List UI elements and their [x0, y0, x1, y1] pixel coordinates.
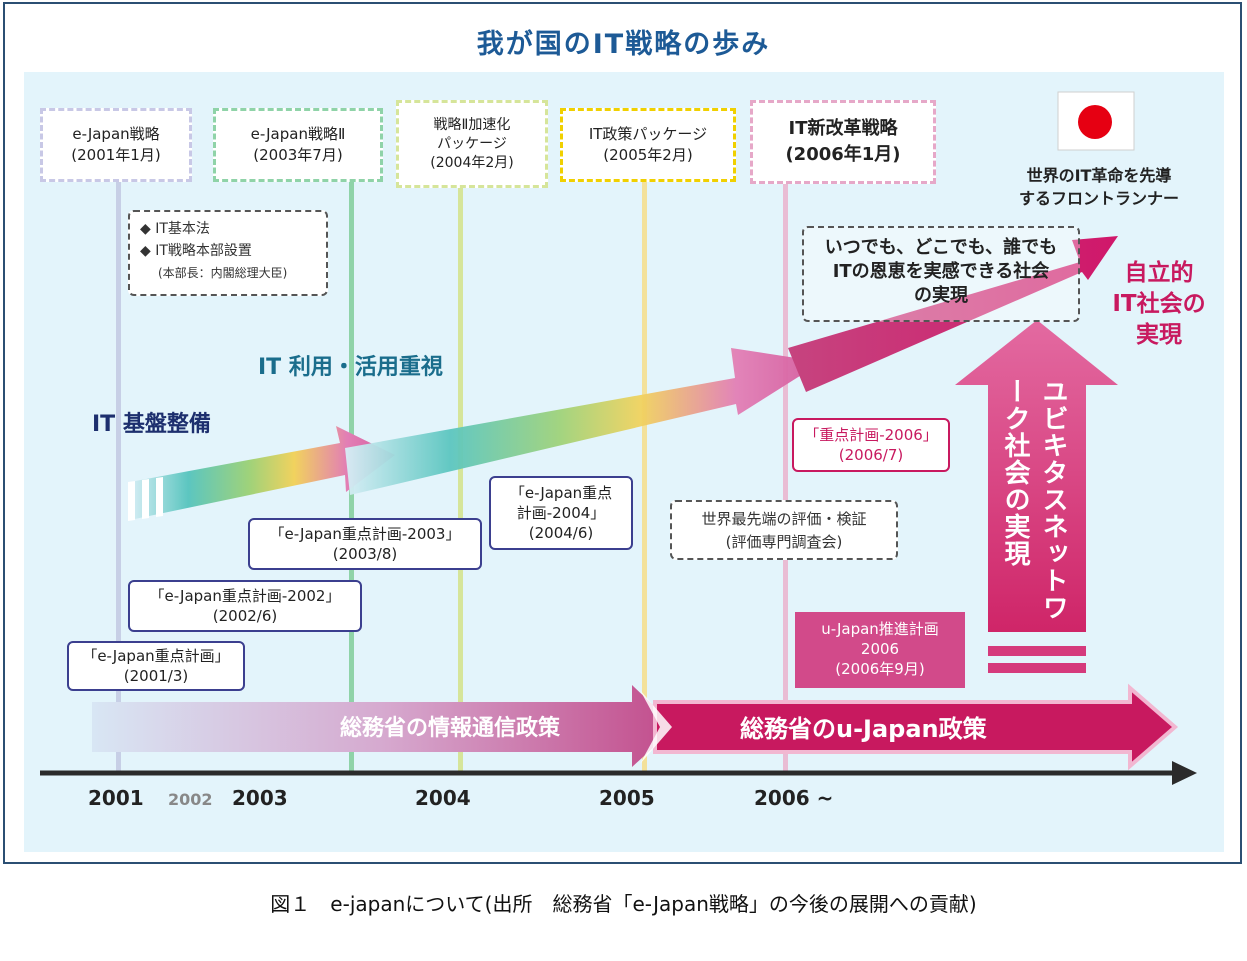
figure-caption: 図１ e-japanについて(出所 総務省「e-Japan戦略」の今後の展開への… [270, 892, 977, 916]
plan-name-line2: 計画-2004」 [516, 504, 606, 522]
diagram-title: 我が国のIT戦略の歩み [476, 29, 771, 60]
strategy-date: (2001年1月) [71, 146, 161, 164]
year-2002: 2002 [168, 790, 213, 809]
strategy-date: (2006年1月) [785, 144, 901, 165]
plan-date: (2002/6) [212, 607, 278, 625]
it-law-box: ◆ IT基本法 ◆ IT戦略本部設置 (本部長：内閣総理大臣) [128, 210, 328, 296]
year-2001: 2001 [88, 786, 144, 810]
arrow-segment-1 [130, 426, 395, 520]
ujapan-plan-line-2: 2006 [860, 640, 900, 658]
timeline-line-2005 [642, 180, 647, 775]
year-2003: 2003 [232, 786, 288, 810]
strategy-name: e-Japan戦略 [72, 125, 160, 143]
policy-label-right: 総務省のu-Japan政策 [740, 715, 987, 743]
goal-box: いつでも、どこでも、誰でも ITの恩恵を実感できる社会 の実現 [802, 226, 1080, 322]
year-2004: 2004 [415, 786, 471, 810]
strategy-name-line2: パッケージ [437, 135, 507, 152]
strategy-name: IT新改革戦略 [788, 118, 898, 139]
strategy-date: (2004年2月) [430, 154, 514, 171]
plan-box-2001: 「e-Japan重点計画」 (2001/3) [67, 641, 245, 691]
arrow-segment-3 [788, 236, 1118, 392]
ubiquitous-society-label: ユビキタスネットワーク社会の実現 [1000, 378, 1068, 621]
year-2005: 2005 [599, 786, 655, 810]
phase-infrastructure: IT 基盤整備 [92, 412, 211, 437]
strategy-date: (2003年7月) [253, 146, 343, 164]
policy-arrow-junction [640, 690, 672, 764]
japan-flag-disc [1078, 105, 1112, 139]
ujapan-plan-box: u-Japan推進計画 2006 (2006年9月) [795, 612, 965, 688]
strategy-box-2005: IT政策パッケージ (2005年2月) [560, 108, 736, 182]
it-hq-note: (本部長：内閣総理大臣) [158, 266, 288, 280]
autonomous-line-3: 実現 [1136, 322, 1182, 348]
plan-box-2003: 「e-Japan重点計画-2003」 (2003/8) [248, 518, 482, 570]
evaluation-line-2: (評価専門調査会) [725, 533, 843, 551]
evaluation-box: 世界最先端の評価・検証 (評価専門調査会) [670, 500, 898, 560]
plan-date: (2006/7) [838, 446, 904, 464]
policy-arrow-right [653, 683, 1179, 771]
strategy-box-2003: e-Japan戦略Ⅱ (2003年7月) [213, 108, 383, 182]
plan-name: 「e-Japan重点 [509, 484, 613, 502]
phase-utilization: IT 利用・活用重視 [258, 355, 443, 380]
plan-name: 「重点計画-2006」 [804, 426, 938, 444]
timeline-line-2001 [116, 180, 121, 775]
year-2006: 2006 ~ [754, 786, 834, 810]
strategy-name: 戦略Ⅱ加速化 [433, 116, 511, 133]
strategy-box-2004: 戦略Ⅱ加速化 パッケージ (2004年2月) [396, 100, 548, 188]
it-hq-item: ◆ IT戦略本部設置 [140, 243, 252, 259]
frontrunner-line-1: 世界のIT革命を先導 [1026, 166, 1172, 185]
ubiquitous-up-arrow [955, 320, 1118, 632]
evaluation-line-1: 世界最先端の評価・検証 [701, 510, 867, 528]
arrow-segment-2 [345, 348, 822, 495]
timeline-line-2006 [783, 180, 788, 775]
plan-name: 「e-Japan重点計画-2002」 [149, 587, 341, 605]
plan-date: (2004/6) [528, 524, 594, 542]
strategy-date: (2005年2月) [603, 146, 693, 164]
up-arrow-stripe-2 [988, 663, 1086, 673]
plan-box-2004: 「e-Japan重点 計画-2004」 (2004/6) [489, 476, 633, 550]
plan-date: (2001/3) [123, 667, 189, 685]
policy-label-left: 総務省の情報通信政策 [340, 716, 561, 741]
plan-box-2002: 「e-Japan重点計画-2002」 (2002/6) [128, 580, 362, 632]
frontrunner-text: 世界のIT革命を先導 するフロントランナー [994, 164, 1204, 210]
strategy-box-2006: IT新改革戦略 (2006年1月) [750, 100, 936, 184]
autonomous-line-1: 自立的 [1124, 260, 1194, 286]
strategy-name: IT政策パッケージ [588, 125, 708, 143]
autonomous-it-society: 自立的 IT社会の 実現 [1094, 258, 1224, 351]
strategy-box-2001: e-Japan戦略 (2001年1月) [40, 108, 192, 182]
up-arrow-stripe-1 [988, 646, 1086, 656]
plan-name: 「e-Japan重点計画-2003」 [269, 525, 461, 543]
autonomous-line-2: IT社会の [1112, 291, 1206, 317]
goal-line-3: の実現 [914, 285, 968, 306]
ujapan-plan-line-3: (2006年9月) [835, 660, 925, 678]
strategy-name: e-Japan戦略Ⅱ [250, 125, 346, 143]
plan-date: (2003/8) [332, 545, 398, 563]
frontrunner-line-2: するフロントランナー [1018, 189, 1179, 208]
timeline-line-2004 [458, 180, 463, 775]
time-axis-arrowhead [1172, 761, 1197, 785]
goal-line-1: いつでも、どこでも、誰でも [824, 237, 1058, 258]
policy-arrow-left [92, 685, 676, 767]
plan-box-2006: 「重点計画-2006」 (2006/7) [792, 418, 950, 472]
it-law-item: ◆ IT基本法 [140, 221, 210, 237]
arrow-tail-stripes [128, 477, 163, 521]
ujapan-plan-line-1: u-Japan推進計画 [821, 620, 939, 638]
goal-line-2: ITの恩恵を実感できる社会 [832, 261, 1050, 282]
plan-name: 「e-Japan重点計画」 [82, 647, 230, 665]
